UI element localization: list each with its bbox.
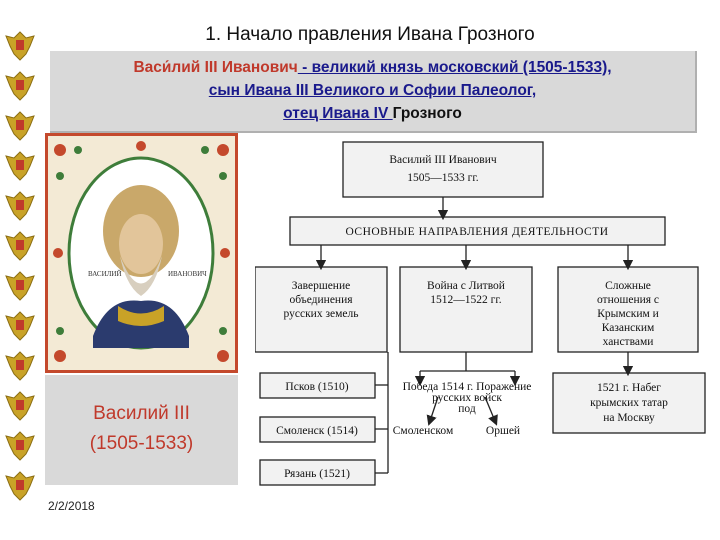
header-name: Васи́лий III Иванович (133, 59, 298, 76)
scheme-war-line-2: русских войск (432, 392, 502, 404)
scheme-col3-line-2: отношения с (597, 294, 659, 306)
slide-date: 2/2/2018 (48, 499, 95, 513)
scheme-col1-line-2: объединения (289, 294, 353, 306)
caption-years: (1505-1533) (89, 433, 194, 454)
scheme-war-right: Оршей (486, 425, 520, 437)
eagle-icon (5, 111, 35, 141)
eagle-icon (5, 191, 35, 221)
portrait-image: ВАСИЛИЙ ИВАНОВИЧ (45, 133, 238, 373)
eagle-border (0, 28, 40, 508)
scheme-diagram: Василий III Иванович 1505—1533 гг. ОСНОВ… (255, 141, 706, 486)
portrait-label-right: ИВАНОВИЧ (168, 270, 207, 278)
header-box: Васи́лий III Иванович - великий князь мо… (50, 51, 697, 133)
scheme-col3-line-1: Сложные (605, 280, 651, 292)
scheme-pskov-box (259, 372, 376, 399)
scheme-war-line-1: Победа 1514 г. Поражение (403, 381, 532, 393)
eagle-icon (5, 151, 35, 181)
eagle-icon (5, 431, 35, 461)
scheme-main-label: ОСНОВНЫЕ НАПРАВЛЕНИЯ ДЕЯТЕЛЬНОСТИ (345, 226, 608, 238)
scheme-war-left: Смоленском (393, 425, 454, 437)
scheme-war-line-3: под (458, 403, 476, 415)
scheme-raid-line-1: 1521 г. Набег (597, 382, 661, 394)
scheme-col1-box (255, 266, 388, 353)
scheme-raid-line-2: крымских татар (590, 397, 668, 409)
header-line-1: Васи́лий III Иванович - великий князь мо… (50, 59, 695, 77)
eagle-icon (5, 311, 35, 341)
scheme-pskov: Псков (1510) (285, 381, 348, 393)
header-line-3: отец Ивана IV Грозного (50, 105, 695, 123)
header-line3-rest: Грозного (392, 105, 462, 122)
scheme-ryazan: Рязань (1521) (284, 468, 350, 480)
eagle-icon (5, 471, 35, 501)
scheme-col3-line-3: Крымским и (597, 308, 659, 320)
header-line3-link[interactable]: отец Ивана IV (283, 105, 393, 122)
slide-title: 1. Начало правления Ивана Грозного (205, 24, 535, 45)
eagle-icon (5, 271, 35, 301)
scheme-main-box (289, 216, 666, 246)
scheme-ryazan-box (259, 459, 376, 486)
caption-box: Василий III (1505-1533) (45, 375, 238, 485)
scheme-top-box (342, 141, 544, 198)
scheme-col2-line-1: Война с Литвой (427, 280, 505, 292)
header-line2-link[interactable]: сын Ивана III Великого и Софии Палеолог, (208, 82, 537, 99)
scheme-top-line-1: Василий III Иванович (389, 154, 496, 166)
portrait-illustration: ВАСИЛИЙ ИВАНОВИЧ (48, 136, 235, 370)
portrait-label-left: ВАСИЛИЙ (88, 270, 122, 278)
scheme-raid-box (552, 372, 706, 434)
scheme-smolensk: Смоленск (1514) (276, 425, 358, 437)
header-line-2: сын Ивана III Великого и Софии Палеолог, (50, 82, 695, 100)
scheme-col1-line-1: Завершение (292, 280, 350, 292)
scheme-col3-line-4: Казанским (602, 322, 655, 334)
scheme-col1-line-3: русских земель (284, 308, 359, 320)
eagle-icon (5, 391, 35, 421)
scheme-top-line-2: 1505—1533 гг. (407, 172, 479, 184)
eagle-icon (5, 351, 35, 381)
scheme-raid-line-3: на Москву (603, 412, 655, 424)
scheme-col3-line-5: ханствами (603, 336, 654, 348)
eagle-icon (5, 31, 35, 61)
scheme-col2-line-2: 1512—1522 гг. (430, 294, 502, 306)
eagle-icon (5, 71, 35, 101)
caption-name: Василий III (93, 403, 190, 424)
header-line1-link[interactable]: - великий князь московский (1505-1533), (297, 59, 612, 76)
eagle-icon (5, 231, 35, 261)
